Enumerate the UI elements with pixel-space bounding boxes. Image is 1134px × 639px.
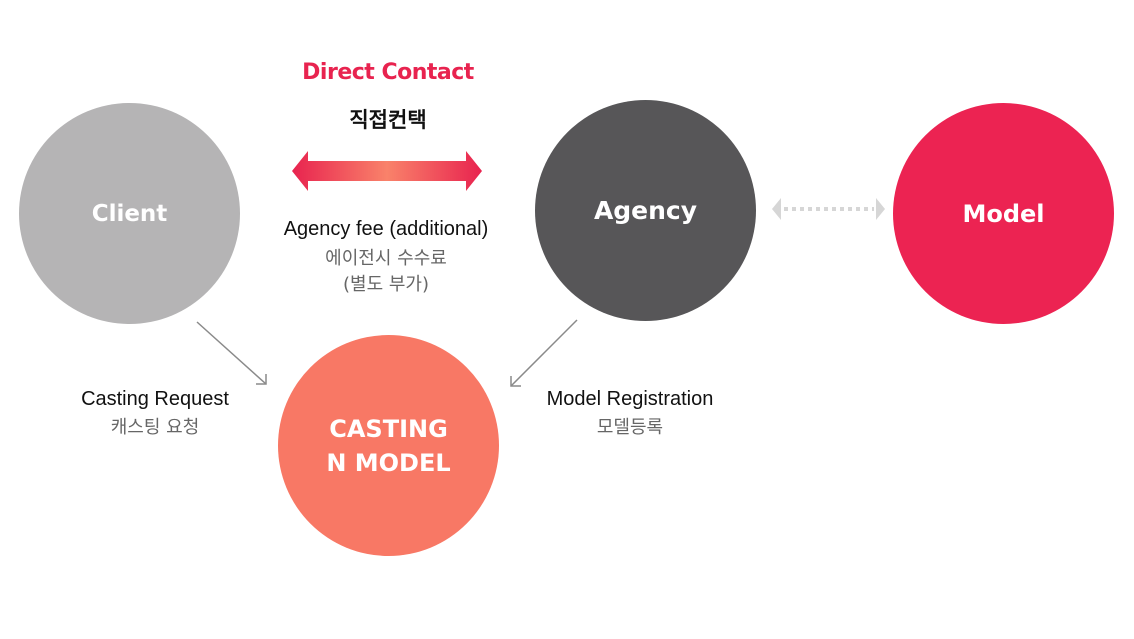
agency-fee-ko-2: (별도 부가) (342, 274, 429, 295)
casting-label-line-1: CASTING (329, 414, 448, 443)
agency-fee-ko-1: 에이전시 수수료 (325, 248, 447, 269)
client-node: Client (19, 103, 240, 324)
casting-label-line-2: N MODEL (326, 448, 451, 477)
client-label: Client (91, 200, 168, 227)
model-registration-label: Model Registration 모델등록 (520, 386, 740, 441)
agency-fee-label: Agency fee (additional) 에이전시 수수료 (별도 부가) (256, 216, 516, 298)
casting-request-ko: 캐스팅 요청 (110, 417, 200, 438)
model-registration-en: Model Registration (546, 388, 714, 410)
model-node: Model (893, 103, 1114, 324)
direct-contact-double-arrow (292, 151, 482, 191)
direct-contact-title-ko: 직접컨택 (349, 108, 427, 132)
casting-n-model-node: CASTING N MODEL (278, 335, 499, 556)
agency-fee-en: Agency fee (additional) (283, 218, 489, 240)
agency-to-casting-arrow (510, 319, 578, 387)
direct-contact-title: Direct Contact (302, 60, 474, 85)
model-registration-ko: 모델등록 (596, 417, 664, 438)
agency-model-dotted-arrow (772, 198, 885, 220)
agency-node: Agency (535, 100, 756, 321)
agency-label: Agency (593, 196, 698, 225)
client-to-casting-arrow (196, 321, 267, 385)
casting-request-en: Casting Request (81, 388, 229, 410)
casting-request-label: Casting Request 캐스팅 요청 (55, 386, 255, 441)
model-label: Model (962, 199, 1045, 228)
